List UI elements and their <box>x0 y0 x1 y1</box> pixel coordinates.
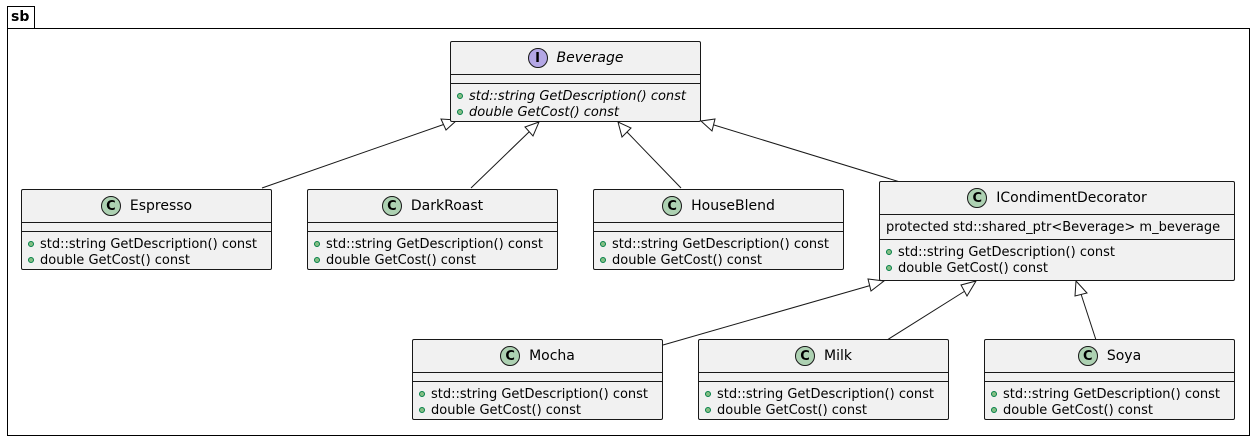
arrow-darkroast-beverage <box>470 130 531 189</box>
method-row: double GetCost() const <box>705 402 942 418</box>
fields-section <box>699 372 948 381</box>
method-row: double GetCost() const <box>600 252 837 268</box>
method-row: double GetCost() const <box>28 252 265 268</box>
package-tab: sb <box>7 6 35 29</box>
method-row: std::string GetDescription() const <box>314 236 551 252</box>
method-row: double GetCost() const <box>457 104 694 120</box>
class-darkroast[interactable]: C DarkRoast std::string GetDescription()… <box>307 189 558 270</box>
class-badge-icon: C <box>662 196 683 216</box>
interface-badge-icon: I <box>527 48 548 68</box>
fields-section <box>451 74 700 83</box>
arrowhead-mocha <box>867 278 886 292</box>
public-method-icon <box>991 391 997 397</box>
class-name: Beverage <box>556 50 624 66</box>
method-row: std::string GetDescription() const <box>600 236 837 252</box>
arrowhead-milk <box>960 280 978 298</box>
public-method-icon <box>419 391 425 397</box>
methods-section: std::string GetDescription() const doubl… <box>308 231 557 272</box>
fields-section <box>985 372 1234 381</box>
methods-section: std::string GetDescription() const doubl… <box>880 239 1234 280</box>
arrowhead-darkroast <box>524 121 540 137</box>
method-row: std::string GetDescription() const <box>28 236 265 252</box>
arrow-houseblend-beverage <box>626 131 682 189</box>
class-name: DarkRoast <box>410 198 484 214</box>
public-method-icon <box>314 257 320 263</box>
class-icondimentdecorator[interactable]: C ICondimentDecorator protected std::sha… <box>879 181 1235 281</box>
class-houseblend[interactable]: C HouseBlend std::string GetDescription(… <box>593 189 844 270</box>
method-row: double GetCost() const <box>991 402 1228 418</box>
class-badge-icon: C <box>500 346 521 366</box>
arrowhead-houseblend <box>617 121 632 138</box>
methods-section: std::string GetDescription() const doubl… <box>699 381 948 422</box>
public-method-icon <box>457 109 463 115</box>
class-badge-icon: C <box>381 196 402 216</box>
class-soya[interactable]: C Soya std::string GetDescription() cons… <box>984 339 1235 420</box>
methods-section: std::string GetDescription() const doubl… <box>451 83 700 124</box>
public-method-icon <box>28 241 34 247</box>
method-row: std::string GetDescription() const <box>705 386 942 402</box>
fields-section: protected std::shared_ptr<Beverage> m_be… <box>880 214 1234 239</box>
arrow-decorator-beverage <box>713 124 901 183</box>
class-milk[interactable]: C Milk std::string GetDescription() cons… <box>698 339 949 420</box>
class-mocha[interactable]: C Mocha std::string GetDescription() con… <box>412 339 663 420</box>
methods-section: std::string GetDescription() const doubl… <box>985 381 1234 422</box>
fields-section <box>413 372 662 381</box>
public-method-icon <box>419 407 425 413</box>
arrow-soya-decorator <box>1080 293 1097 341</box>
method-row: std::string GetDescription() const <box>991 386 1228 402</box>
class-badge-icon: C <box>795 346 816 366</box>
class-name: Mocha <box>529 348 575 364</box>
class-name: HouseBlend <box>691 198 775 214</box>
public-method-icon <box>457 93 463 99</box>
public-method-icon <box>886 249 892 255</box>
class-name: Espresso <box>129 198 193 214</box>
public-method-icon <box>705 407 711 413</box>
arrow-espresso-beverage <box>261 123 446 189</box>
arrow-mocha-decorator <box>662 284 873 346</box>
class-espresso[interactable]: C Espresso std::string GetDescription() … <box>21 189 272 270</box>
public-method-icon <box>28 257 34 263</box>
arrowhead-decorator <box>699 118 716 132</box>
public-method-icon <box>991 407 997 413</box>
package-frame <box>7 28 1250 436</box>
public-method-icon <box>600 257 606 263</box>
method-row: std::string GetDescription() const <box>886 244 1228 260</box>
method-row: double GetCost() const <box>314 252 551 268</box>
arrowhead-soya <box>1074 279 1088 297</box>
class-badge-icon: C <box>967 188 988 208</box>
class-badge-icon: C <box>1077 346 1098 366</box>
class-name: Soya <box>1106 348 1142 364</box>
methods-section: std::string GetDescription() const doubl… <box>22 231 271 272</box>
class-beverage[interactable]: I Beverage std::string GetDescription() … <box>450 41 701 122</box>
fields-section <box>22 222 271 231</box>
method-row: std::string GetDescription() const <box>457 88 694 104</box>
field-row: protected std::shared_ptr<Beverage> m_be… <box>886 219 1221 235</box>
method-row: std::string GetDescription() const <box>419 386 656 402</box>
class-name: Milk <box>824 348 852 364</box>
package-name: sb <box>11 9 30 25</box>
arrow-milk-decorator <box>886 290 966 341</box>
methods-section: std::string GetDescription() const doubl… <box>413 381 662 422</box>
method-row: double GetCost() const <box>886 260 1228 276</box>
public-method-icon <box>600 241 606 247</box>
fields-section <box>594 222 843 231</box>
public-method-icon <box>314 241 320 247</box>
method-row: double GetCost() const <box>419 402 656 418</box>
methods-section: std::string GetDescription() const doubl… <box>594 231 843 272</box>
public-method-icon <box>705 391 711 397</box>
fields-section <box>308 222 557 231</box>
public-method-icon <box>886 265 892 271</box>
class-name: ICondimentDecorator <box>996 190 1147 206</box>
class-badge-icon: C <box>100 196 121 216</box>
